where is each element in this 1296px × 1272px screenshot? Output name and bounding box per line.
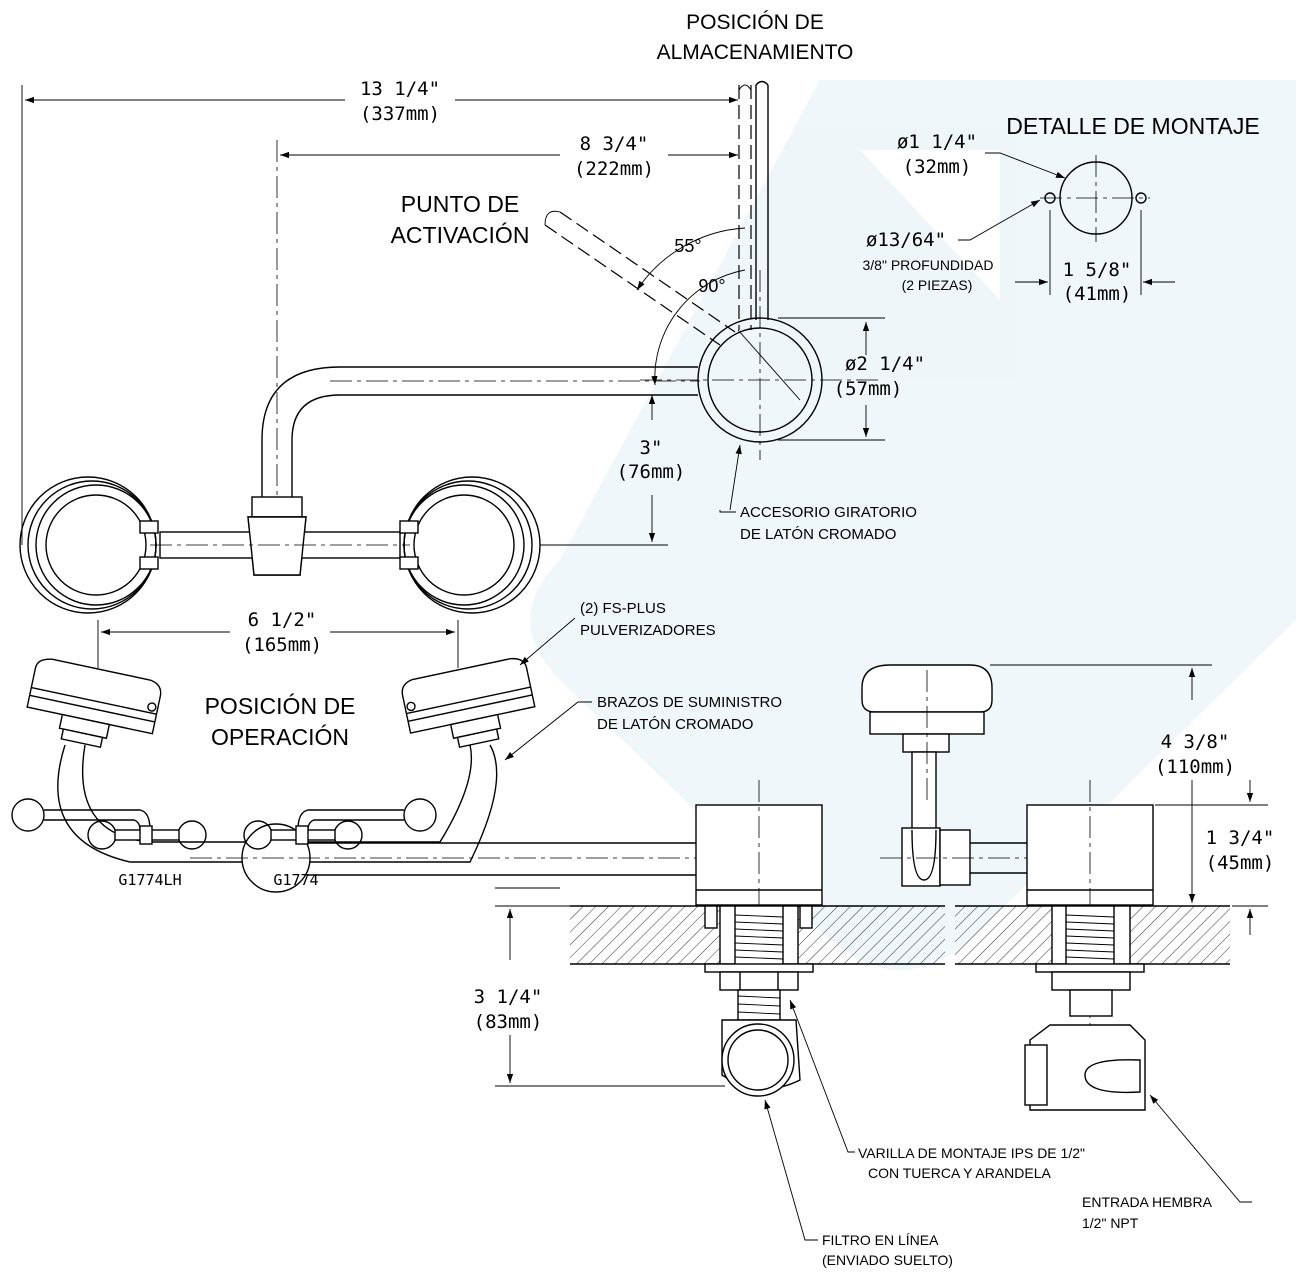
dim-214-in: ø2 1/4" xyxy=(845,353,925,375)
dim-612-mm: (165mm) xyxy=(242,634,322,656)
label-activation-line1: PUNTO DE xyxy=(401,191,519,217)
dim-158-in: 1 5/8" xyxy=(1063,259,1132,281)
label-storage-line1: POSICIÓN DE xyxy=(686,11,824,34)
dim-314-in: 3 1/4" xyxy=(474,986,543,1008)
dim-438-in: 4 3/8" xyxy=(1161,731,1230,753)
watermark-logo xyxy=(530,80,1296,970)
dim-8-in: 8 3/4" xyxy=(580,133,649,155)
dim-13-in: 13 1/4" xyxy=(360,78,440,100)
top-view-dimensions xyxy=(21,85,885,546)
label-sprays-line1: (2) FS-PLUS xyxy=(580,600,666,617)
label-operation-line2: OPERACIÓN xyxy=(211,724,349,750)
label-filter-line2: (ENVIADO SUELTO) xyxy=(822,1252,953,1268)
dim-angle-90: 90° xyxy=(698,276,725,296)
model-icon-g1774lh xyxy=(11,798,207,850)
dim-3-in: 3" xyxy=(640,437,663,459)
label-mount-detail: DETALLE DE MONTAJE xyxy=(1006,113,1259,139)
dim-angle-55: 55° xyxy=(674,236,701,256)
label-inlet-line1: ENTRADA HEMBRA xyxy=(1082,1194,1213,1210)
dim-3-mm: (76mm) xyxy=(617,461,686,483)
dim-314-mm: (83mm) xyxy=(474,1011,543,1033)
label-storage-line2: ALMACENAMIENTO xyxy=(657,41,854,64)
top-view xyxy=(19,80,880,614)
dim-214-mm: (57mm) xyxy=(834,378,903,400)
label-arms-line2: DE LATÓN CROMADO xyxy=(597,716,753,733)
mounting-detail xyxy=(958,152,1175,295)
text-labels: POSICIÓN DE ALMACENAMIENTO DETALLE DE MO… xyxy=(118,11,1259,1268)
dim-612-in: 6 1/2" xyxy=(248,609,317,631)
label-depth: 3/8" PROFUNDIDAD xyxy=(863,257,994,273)
dim-1364: ø13/64" xyxy=(866,229,946,251)
dimension-texts: 13 1/4" (337mm) 8 3/4" (222mm) ø1 1/4" (… xyxy=(242,78,1274,1033)
label-shank-line1: VARILLA DE MONTAJE IPS DE 1/2" xyxy=(858,1145,1085,1161)
label-model-rh: G1774 xyxy=(273,871,318,889)
label-arms-line1: BRAZOS DE SUMINISTRO xyxy=(597,694,782,711)
dim-158-mm: (41mm) xyxy=(1063,283,1132,305)
dim-8-mm: (222mm) xyxy=(574,158,654,180)
front-view xyxy=(26,657,1230,1111)
label-sprays-line2: PULVERIZADORES xyxy=(580,622,716,639)
label-pieces: (2 PIEZAS) xyxy=(902,277,973,293)
label-operation-line1: POSICIÓN DE xyxy=(205,693,356,719)
label-shank-line2: CON TUERCA Y ARANDELA xyxy=(868,1165,1052,1181)
label-swivel-line2: DE LATÓN CROMADO xyxy=(740,526,896,543)
label-activation-line2: ACTIVACIÓN xyxy=(391,222,530,248)
label-model-lh: G1774LH xyxy=(118,871,181,889)
dim-114-mm: (32mm) xyxy=(903,156,972,178)
dim-134-in: 1 3/4" xyxy=(1206,827,1275,849)
front-view-dimensions xyxy=(97,617,1268,1241)
label-inlet-line2: 1/2" NPT xyxy=(1082,1215,1139,1231)
label-swivel-line1: ACCESORIO GIRATORIO xyxy=(740,504,917,521)
dim-134-mm: (45mm) xyxy=(1206,852,1275,874)
dim-114-in: ø1 1/4" xyxy=(897,131,977,153)
dim-13-mm: (337mm) xyxy=(360,103,440,125)
model-icon-g1774 xyxy=(243,798,437,850)
label-filter-line1: FILTRO EN LÍNEA xyxy=(822,1232,939,1248)
dim-438-mm: (110mm) xyxy=(1155,756,1235,778)
